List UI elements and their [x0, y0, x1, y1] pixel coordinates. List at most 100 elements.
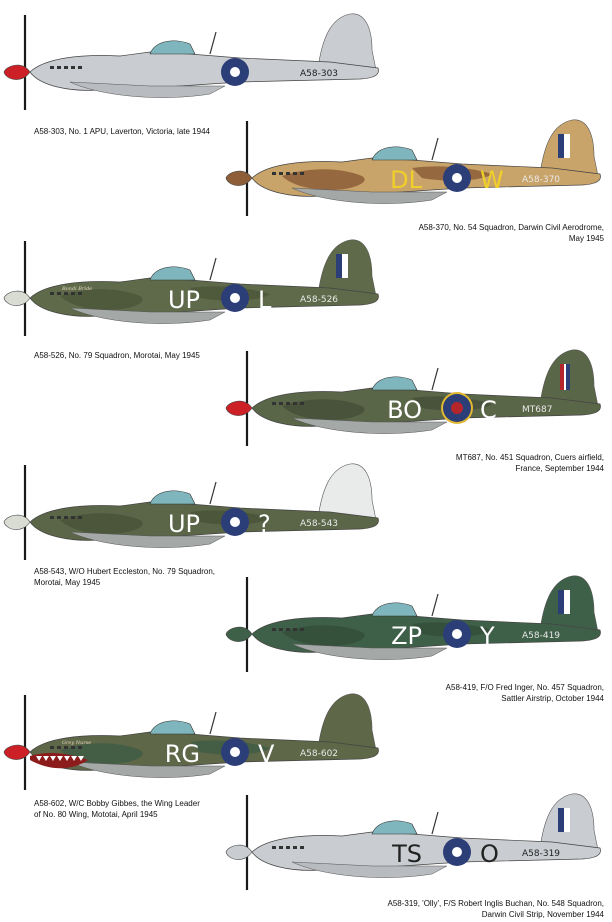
canopy: [371, 376, 418, 391]
profile-a58-543: UP?A58-543: [0, 460, 390, 570]
fin-flash-white: [564, 590, 570, 614]
serial-number: A58-303: [300, 69, 338, 79]
profile-a58-303: A58-303: [0, 10, 390, 120]
exhaust-stub: [64, 516, 68, 519]
serial-number: A58-419: [522, 631, 560, 641]
exhaust-stub: [300, 846, 304, 849]
caption-a58-602: A58-602, W/C Bobby Gibbes, the Wing Lead…: [34, 798, 200, 820]
fin-flash-blue: [558, 808, 564, 832]
canopy: [149, 490, 196, 505]
exhaust-stub: [78, 516, 82, 519]
wing: [69, 531, 226, 548]
exhaust-stub: [57, 66, 61, 69]
canopy: [149, 40, 196, 55]
caption-line: MT687, No. 451 Squadron, Cuers airfield,: [455, 453, 604, 462]
caption-line: A58-602, W/C Bobby Gibbes, the Wing Lead…: [34, 799, 200, 808]
tail-fin: [317, 13, 377, 71]
fin-flash-white: [342, 254, 348, 278]
spinner: [225, 626, 253, 642]
exhaust-stub: [286, 402, 290, 405]
code-letter-right: V: [258, 740, 275, 768]
caption-line: Darwin Civil Strip, November 1944: [481, 910, 604, 919]
code-letters-left: RG: [165, 740, 200, 768]
shark-tooth: [43, 756, 49, 761]
roundel-centre: [451, 402, 463, 414]
spinner: [225, 170, 253, 186]
code-letters-left: UP: [168, 510, 200, 538]
exhaust-stub: [50, 746, 54, 749]
wing: [291, 417, 448, 434]
caption-a58-543: A58-543, W/O Hubert Eccleston, No. 79 Sq…: [34, 566, 215, 588]
nose-art-text: Bondi Bride: [61, 286, 92, 292]
exhaust-stub: [57, 746, 61, 749]
exhaust-stub: [272, 172, 276, 175]
exhaust-stub: [279, 172, 283, 175]
serial-number: A58-526: [300, 295, 338, 305]
exhaust-stub: [78, 746, 82, 749]
antenna-mast: [431, 593, 439, 617]
caption-line: of No. 80 Wing, Mototai, April 1945: [34, 810, 158, 819]
serial-number: MT687: [522, 405, 552, 415]
roundel-centre: [452, 173, 462, 183]
caption-line: Sattler Airstrip, October 1944: [501, 694, 604, 703]
tail-fin: [317, 693, 377, 751]
spitfire-profile-1: A58-303: [3, 13, 379, 110]
caption-a58-370: A58-370, No. 54 Squadron, Darwin Civil A…: [419, 222, 604, 244]
serial-number: A58-319: [522, 849, 560, 859]
exhaust-stub: [64, 746, 68, 749]
spinner: [3, 744, 31, 760]
caption-line: A58-543, W/O Hubert Eccleston, No. 79 Sq…: [34, 567, 215, 576]
wing: [69, 81, 226, 98]
canopy: [149, 720, 196, 735]
fin-flash-blue: [336, 254, 342, 278]
exhaust-stub: [279, 628, 283, 631]
fin-flash-red: [560, 364, 564, 390]
antenna-mast: [209, 257, 217, 281]
wing: [69, 307, 226, 324]
exhaust-stub: [300, 628, 304, 631]
caption-a58-303: A58-303, No. 1 APU, Laverton, Victoria, …: [34, 126, 210, 137]
fin-flash-white: [564, 364, 566, 390]
antenna-mast: [431, 811, 439, 835]
shark-tooth: [71, 756, 77, 761]
wing: [291, 187, 448, 204]
exhaust-stub: [71, 746, 75, 749]
code-letters-left: DL: [390, 166, 422, 194]
antenna-mast: [431, 137, 439, 161]
exhaust-stub: [286, 628, 290, 631]
roundel-centre: [230, 747, 240, 757]
spinner: [3, 64, 31, 80]
exhaust-stub: [279, 402, 283, 405]
canopy: [371, 820, 418, 835]
exhaust-stub: [279, 846, 283, 849]
spitfire-profile-5: UP?A58-543: [3, 463, 379, 560]
fuselage: [251, 831, 601, 871]
fuselage: [29, 51, 379, 91]
exhaust-stub: [293, 402, 297, 405]
caption-a58-319: A58-319, 'Olly', F/S Robert Inglis Bucha…: [387, 898, 604, 920]
exhaust-stub: [293, 172, 297, 175]
exhaust-stub: [50, 66, 54, 69]
caption-line: Morotai, May 1945: [34, 578, 101, 587]
caption-mt687: MT687, No. 451 Squadron, Cuers airfield,…: [456, 452, 604, 474]
exhaust-stub: [57, 516, 61, 519]
antenna-mast: [209, 711, 217, 735]
exhaust-stub: [272, 402, 276, 405]
exhaust-stub: [272, 846, 276, 849]
canopy: [371, 146, 418, 161]
wing: [291, 861, 448, 878]
caption-line: A58-419, F/O Fred Inger, No. 457 Squadro…: [445, 683, 604, 692]
spinner: [3, 290, 31, 306]
roundel-centre: [230, 517, 240, 527]
spinner: [225, 400, 253, 416]
caption-a58-419: A58-419, F/O Fred Inger, No. 457 Squadro…: [446, 682, 604, 704]
shark-tooth: [36, 756, 42, 761]
canopy: [371, 602, 418, 617]
